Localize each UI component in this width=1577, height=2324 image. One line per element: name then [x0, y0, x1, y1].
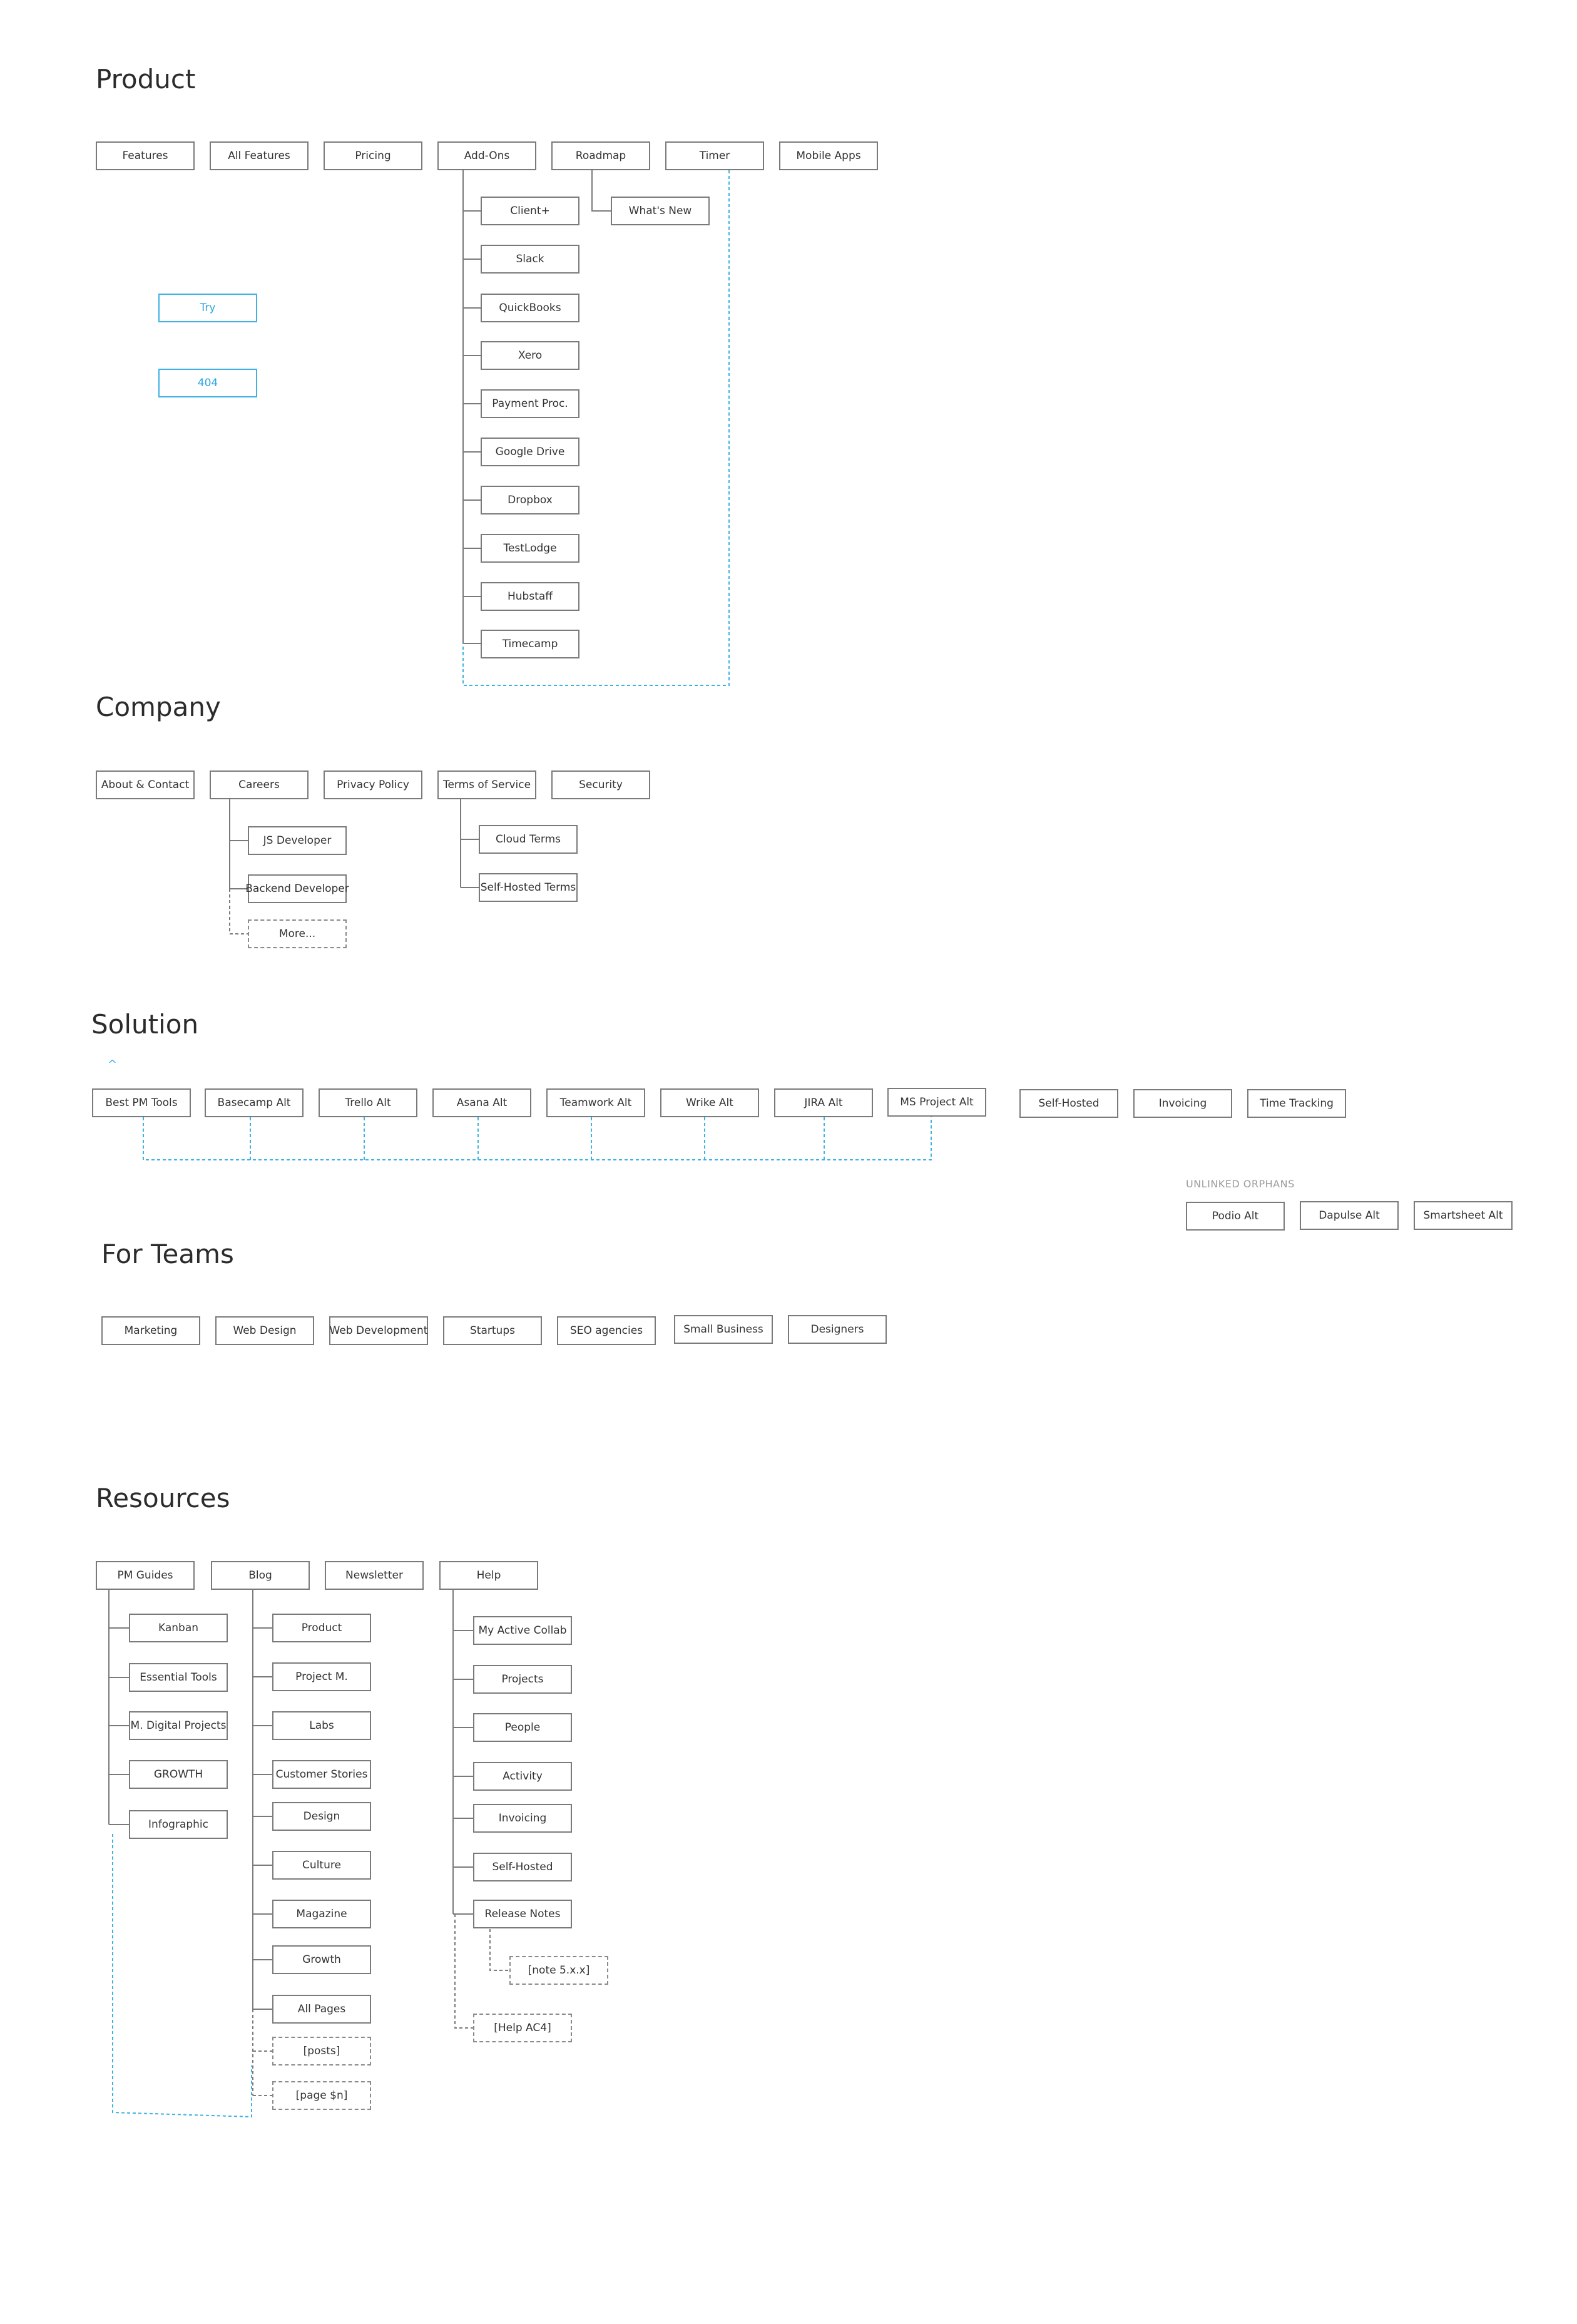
section-title-resources: Resources [96, 1483, 230, 1513]
node-self-hosted[interactable]: Self-Hosted [1019, 1089, 1118, 1118]
node-blog-all-pages[interactable]: All Pages [272, 1995, 371, 2024]
node-careers-more[interactable]: More... [248, 919, 347, 948]
node-blog[interactable]: Blog [211, 1561, 310, 1590]
node-all-features[interactable]: All Features [210, 141, 309, 170]
node-infographic[interactable]: Infographic [129, 1810, 228, 1839]
node-help-self-hosted[interactable]: Self-Hosted [473, 1853, 572, 1881]
node-growth-guide[interactable]: GROWTH [129, 1760, 228, 1789]
node-essential-tools[interactable]: Essential Tools [129, 1663, 228, 1692]
section-title-for-teams: For Teams [101, 1239, 234, 1269]
node-seo-agencies[interactable]: SEO agencies [557, 1316, 656, 1345]
node-blog-posts[interactable]: [posts] [272, 2037, 371, 2065]
node-features[interactable]: Features [96, 141, 195, 170]
node-dapulse-alt[interactable]: Dapulse Alt [1300, 1201, 1399, 1230]
node-ms-project-alt[interactable]: MS Project Alt [887, 1088, 986, 1117]
node-blog-culture[interactable]: Culture [272, 1851, 371, 1880]
node-blog-growth[interactable]: Growth [272, 1945, 371, 1974]
section-title-product: Product [96, 64, 196, 95]
node-addon-timecamp[interactable]: Timecamp [481, 630, 579, 658]
section-title-company: Company [96, 692, 221, 722]
node-web-development[interactable]: Web Development [329, 1316, 428, 1345]
node-pricing[interactable]: Pricing [324, 141, 422, 170]
section-title-solution: Solution [91, 1009, 199, 1040]
node-best-pm-tools[interactable]: Best PM Tools [92, 1088, 191, 1117]
node-careers[interactable]: Careers [210, 770, 309, 799]
node-asana-alt[interactable]: Asana Alt [432, 1088, 531, 1117]
node-release-notes[interactable]: Release Notes [473, 1900, 572, 1928]
node-teamwork-alt[interactable]: Teamwork Alt [546, 1088, 645, 1117]
node-addon-quickbooks[interactable]: QuickBooks [481, 294, 579, 322]
node-release-note-version[interactable]: [note 5.x.x] [509, 1956, 608, 1985]
node-addon-slack[interactable]: Slack [481, 245, 579, 274]
node-addon-client[interactable]: Client+ [481, 197, 579, 225]
node-addon-payment[interactable]: Payment Proc. [481, 389, 579, 418]
node-404[interactable]: 404 [158, 369, 257, 397]
node-help[interactable]: Help [439, 1561, 538, 1590]
node-web-design[interactable]: Web Design [215, 1316, 314, 1345]
node-small-business[interactable]: Small Business [674, 1315, 773, 1344]
node-timer[interactable]: Timer [665, 141, 764, 170]
node-trello-alt[interactable]: Trello Alt [319, 1088, 417, 1117]
node-self-hosted-terms[interactable]: Self-Hosted Terms [479, 873, 578, 902]
node-addon-hubstaff[interactable]: Hubstaff [481, 582, 579, 611]
collapse-caret-icon[interactable]: ^ [108, 1058, 118, 1071]
node-backend-developer[interactable]: Backend Developer [245, 874, 349, 903]
node-help-activity[interactable]: Activity [473, 1762, 572, 1791]
node-invoicing[interactable]: Invoicing [1133, 1089, 1232, 1118]
node-startups[interactable]: Startups [443, 1316, 542, 1345]
node-roadmap[interactable]: Roadmap [551, 141, 650, 170]
node-addon-google-drive[interactable]: Google Drive [481, 438, 579, 466]
node-wrike-alt[interactable]: Wrike Alt [660, 1088, 759, 1117]
orphans-label: UNLINKED ORPHANS [1186, 1178, 1295, 1190]
node-addon-dropbox[interactable]: Dropbox [481, 486, 579, 514]
node-help-people[interactable]: People [473, 1713, 572, 1742]
node-privacy-policy[interactable]: Privacy Policy [324, 770, 422, 799]
node-mobile-apps[interactable]: Mobile Apps [779, 141, 878, 170]
node-smartsheet-alt[interactable]: Smartsheet Alt [1414, 1201, 1513, 1230]
node-help-projects[interactable]: Projects [473, 1665, 572, 1694]
node-blog-product[interactable]: Product [272, 1614, 371, 1642]
node-blog-page-n[interactable]: [page $n] [272, 2081, 371, 2110]
node-terms-of-service[interactable]: Terms of Service [437, 770, 536, 799]
node-podio-alt[interactable]: Podio Alt [1186, 1202, 1285, 1231]
node-blog-labs[interactable]: Labs [272, 1711, 371, 1740]
node-addon-testlodge[interactable]: TestLodge [481, 534, 579, 563]
node-time-tracking[interactable]: Time Tracking [1247, 1089, 1346, 1118]
node-help-ac4[interactable]: [Help AC4] [473, 2014, 572, 2042]
node-newsletter[interactable]: Newsletter [325, 1561, 424, 1590]
node-pm-guides[interactable]: PM Guides [96, 1561, 195, 1590]
node-cloud-terms[interactable]: Cloud Terms [479, 825, 578, 854]
node-addon-xero[interactable]: Xero [481, 341, 579, 370]
node-about-contact[interactable]: About & Contact [96, 770, 195, 799]
node-blog-project-m[interactable]: Project M. [272, 1662, 371, 1691]
node-my-active-collab[interactable]: My Active Collab [473, 1616, 572, 1645]
node-whats-new[interactable]: What's New [611, 197, 710, 225]
node-basecamp-alt[interactable]: Basecamp Alt [205, 1088, 304, 1117]
node-designers[interactable]: Designers [788, 1315, 887, 1344]
node-js-developer[interactable]: JS Developer [248, 826, 347, 855]
node-kanban[interactable]: Kanban [129, 1614, 228, 1642]
node-blog-design[interactable]: Design [272, 1802, 371, 1831]
node-security[interactable]: Security [551, 770, 650, 799]
node-blog-magazine[interactable]: Magazine [272, 1900, 371, 1928]
node-jira-alt[interactable]: JIRA Alt [774, 1088, 873, 1117]
node-digital-projects[interactable]: M. Digital Projects [129, 1711, 228, 1740]
node-try[interactable]: Try [158, 294, 257, 322]
node-help-invoicing[interactable]: Invoicing [473, 1804, 572, 1833]
node-add-ons[interactable]: Add-Ons [437, 141, 536, 170]
node-blog-customer-stories[interactable]: Customer Stories [272, 1760, 371, 1789]
node-marketing[interactable]: Marketing [101, 1316, 200, 1345]
